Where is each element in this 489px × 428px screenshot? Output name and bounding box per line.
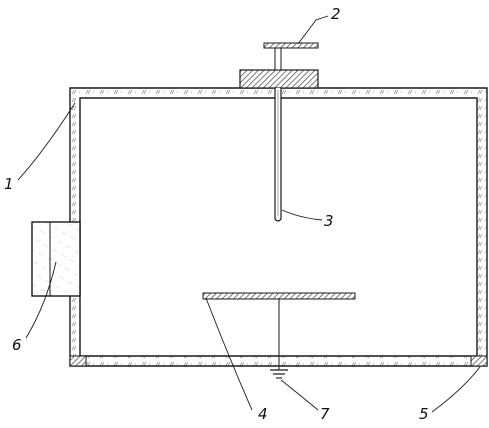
handle: [263, 42, 319, 71]
feet: [69, 355, 488, 367]
label-wall: 1: [4, 175, 14, 193]
label-window: 6: [12, 336, 22, 354]
side-window: [31, 221, 81, 297]
ground-symbol: [270, 299, 288, 379]
electrode-plate: [202, 292, 356, 300]
mount-block: [239, 69, 319, 89]
label-rod: 3: [324, 212, 334, 230]
electrode-rod: [274, 88, 282, 222]
leader-lines: [17, 15, 481, 413]
label-ground: 7: [320, 405, 330, 423]
label-handle: 2: [331, 5, 341, 23]
label-foot: 5: [419, 405, 429, 423]
label-plate: 4: [258, 405, 268, 423]
